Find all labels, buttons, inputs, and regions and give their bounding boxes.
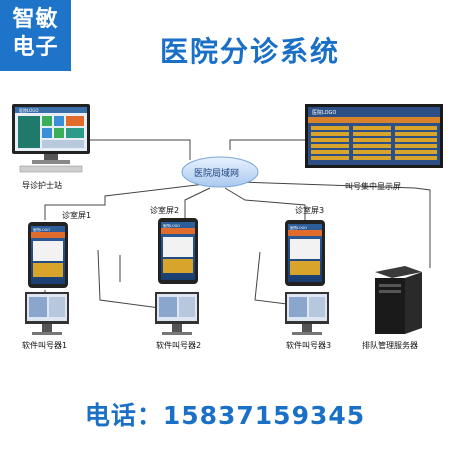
nurse-screen-logo: 医院LOGO [19, 107, 38, 113]
caller-1-monitor [25, 292, 69, 335]
caller-3-monitor [285, 292, 329, 335]
brand-line-1: 智敏 [12, 7, 59, 32]
caller-1-label: 软件叫号器1 [22, 341, 68, 350]
brand-line-2: 电子 [12, 35, 59, 60]
brand-logo: 智敏 电子 [0, 0, 71, 71]
caller-2-monitor [155, 292, 199, 335]
queue-server-label: 排队管理服务器 [362, 341, 418, 350]
page-title: 医院分诊系统 [159, 35, 340, 68]
network-hub [181, 156, 259, 188]
room-screen-3-label: 诊室屏3 [295, 206, 325, 215]
nurse-station-monitor: 医院LOGO [12, 104, 90, 173]
call-display-logo: 医院LOGO [312, 109, 336, 116]
network-label: 医院局域网 [194, 169, 240, 179]
queue-server [375, 266, 422, 334]
svg-text:医院LOGO: 医院LOGO [33, 227, 50, 232]
caller-2-label: 软件叫号器2 [156, 341, 202, 350]
room-screen-1-label: 诊室屏1 [62, 211, 92, 220]
phone-number: 电话：15837159345 [84, 401, 366, 430]
caller-3-label: 软件叫号器3 [286, 341, 332, 350]
svg-text:医院LOGO: 医院LOGO [290, 225, 307, 230]
svg-text:医院LOGO: 医院LOGO [163, 223, 180, 228]
room-screen-1-device: 医院LOGO [28, 222, 68, 288]
nurse-station-label: 导诊护士站 [22, 181, 62, 190]
room-screen-2-device: 医院LOGO [158, 218, 198, 284]
room-screen-3-device: 医院LOGO [285, 220, 325, 286]
call-display-label: 叫号集中显示屏 [345, 182, 401, 191]
call-display-screen: 医院LOGO [305, 104, 443, 168]
room-screen-2-label: 诊室屏2 [150, 206, 180, 215]
